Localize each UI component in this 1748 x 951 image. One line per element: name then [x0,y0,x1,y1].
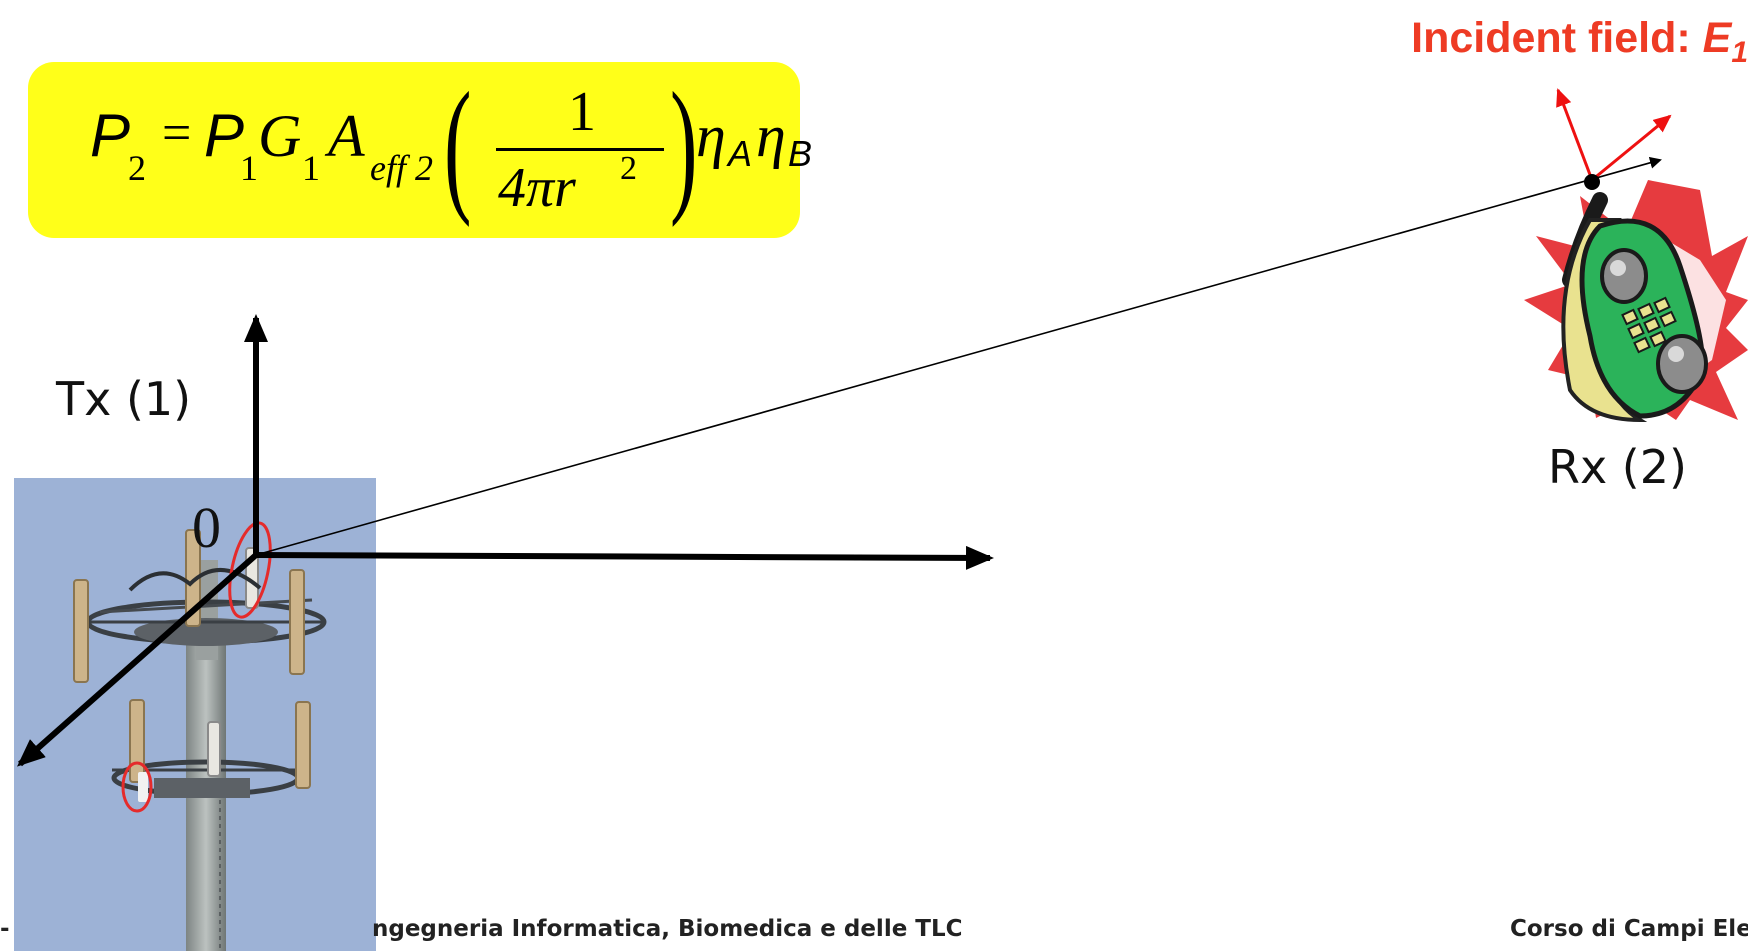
footer-right-text: Corso di Campi Ele [1510,916,1748,942]
footer-dash: - [0,916,10,942]
receive-point [1584,174,1600,190]
incident-field-symbol: E [1703,14,1732,62]
incident-field-label: Incident field: E1 [1411,14,1748,70]
rx-label: Rx (2) [1548,440,1687,494]
field-arrow-e [1558,90,1592,180]
incident-field-prefix: Incident field: [1411,14,1702,62]
propagation-ray [256,160,1660,555]
footer-left-text: ngegneria Informatica, Biomedica e delle… [372,916,963,942]
cellphone-clipart [1524,180,1748,420]
axis-horizontal [256,555,990,558]
field-arrow-h [1592,116,1670,180]
incident-field-sub: 1 [1731,36,1748,69]
origin-label: 0 [192,494,221,561]
tx-label: Tx (1) [56,372,191,426]
